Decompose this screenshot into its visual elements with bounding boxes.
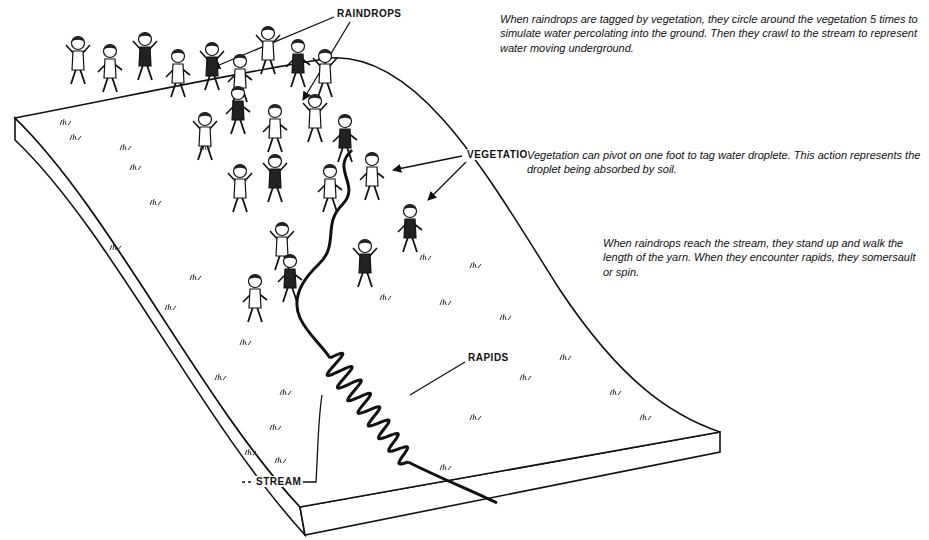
child-figure [200,43,224,91]
stream-yarn [408,462,497,503]
grass-tuft [245,449,256,455]
child-figure [133,33,157,81]
leader-line [428,162,466,200]
child-figure [98,45,122,93]
child-figure [243,275,267,323]
part-label: RAINDROPS [337,8,402,19]
child-figure [228,165,252,213]
child-figure [303,95,327,143]
leader-line [410,362,465,395]
leader-line [303,22,350,100]
child-figure [226,87,250,135]
grass-tuft [500,314,511,320]
grass-tuft [130,164,141,170]
grass-tuft [420,254,431,260]
note-text: When raindrops reach the stream, they st… [603,236,923,279]
grass-tuft [470,262,481,268]
grass-tuft [110,244,121,250]
grass-tuft [440,299,451,305]
child-figure [263,105,287,153]
child-figure [360,153,384,201]
grass-tuft [70,134,81,140]
child-figure [66,37,90,85]
part-label: STREAM [256,476,301,487]
child-figure [256,27,280,75]
child-figure [166,50,190,98]
grass-tuft [560,354,571,360]
stream-yarn [297,150,352,358]
grass-tuft [280,389,291,395]
child-figure [353,240,377,288]
leader-line [303,395,322,482]
hill-surface [15,58,720,507]
child-figure [398,205,422,253]
grass-tuft [380,294,391,300]
grass-tuft [240,339,251,345]
child-figure [318,165,342,213]
grass-tuft [640,414,651,420]
part-label: RAPIDS [468,352,509,363]
grass-tuft [215,374,226,380]
child-figure [333,115,357,163]
note-text: Vegetation can pivot on one foot to tag … [527,148,922,177]
leader-line [242,481,252,482]
child-figure [193,113,217,161]
child-figure [278,255,302,303]
part-label: VEGETATION [467,149,536,160]
child-figure [228,55,252,103]
grass-tuft [120,144,131,150]
grass-tuft [520,374,531,380]
note-text: When raindrops are tagged by vegetation,… [500,12,920,55]
grass-tuft [275,457,286,463]
grass-tuft [190,274,201,280]
grass-tuft [150,199,161,205]
grass-tuft [440,464,451,470]
grass-tuft [165,304,176,310]
child-figure [313,50,337,98]
grass-tuft [610,389,621,395]
child-figure [286,40,310,88]
grass-tuft [270,424,281,430]
children-figures [66,27,422,323]
child-figure [263,155,287,203]
grass-tuft [60,119,71,125]
grass-tuft [470,414,481,420]
leader-line [393,156,462,170]
rapids-yarn [327,353,408,464]
